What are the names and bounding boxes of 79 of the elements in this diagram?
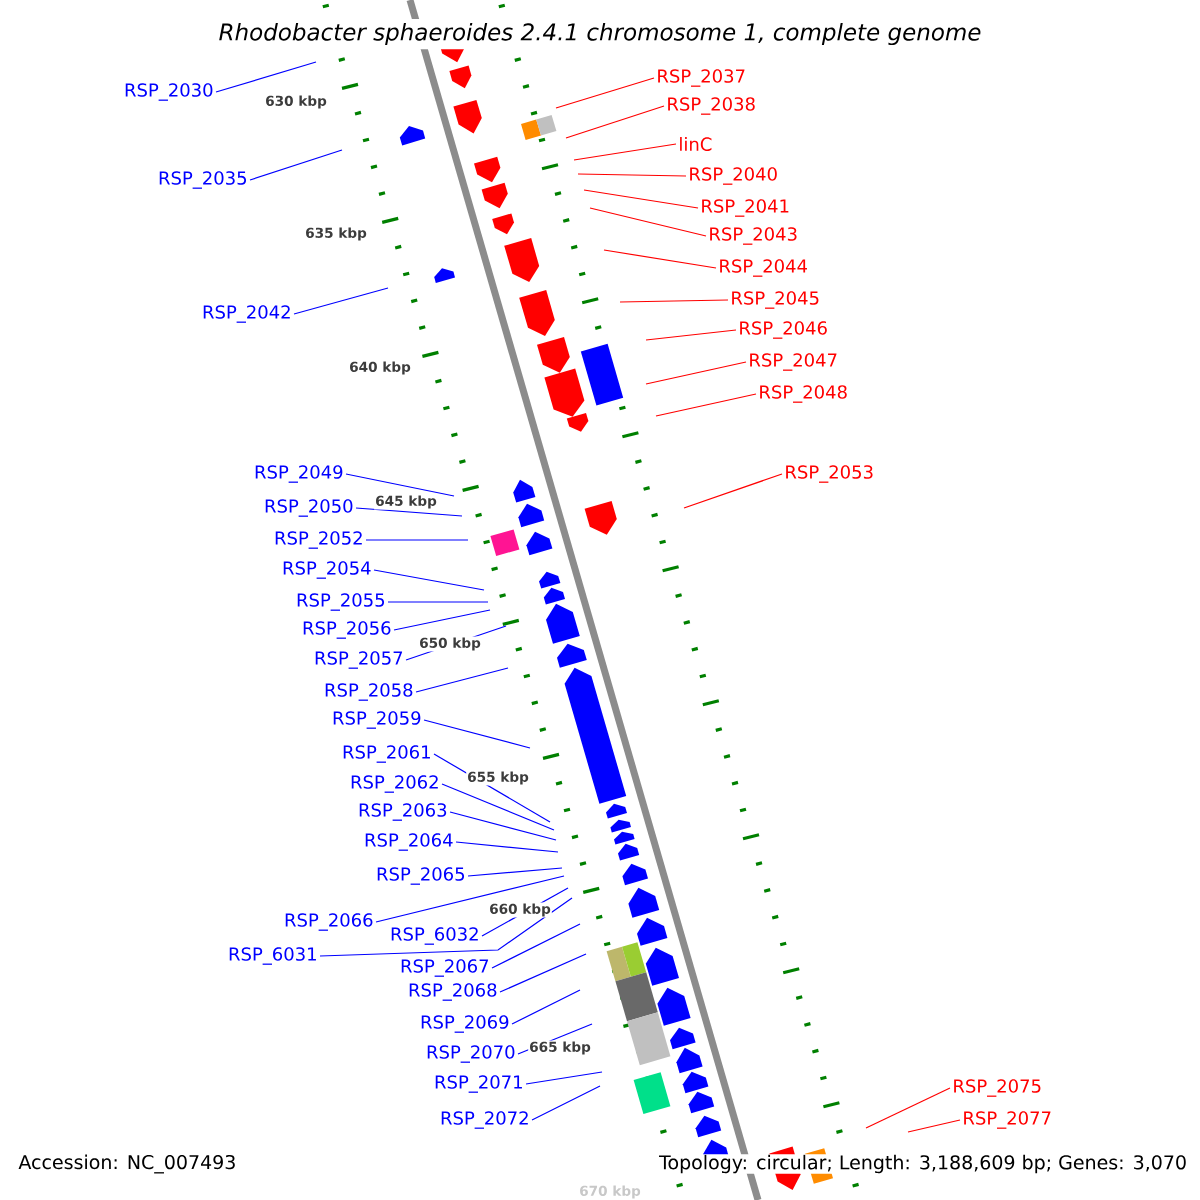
gene-label: RSP_2075 — [954, 1079, 1041, 1097]
leader-line — [499, 953, 587, 993]
leader-line — [565, 105, 665, 139]
leader-line — [449, 811, 557, 841]
leader-line — [355, 507, 463, 517]
leader-line — [415, 667, 509, 693]
gene-label: RSP_2077 — [964, 1111, 1051, 1129]
leader-line — [511, 989, 581, 1025]
leader-line — [525, 1071, 603, 1085]
leader-line — [455, 841, 559, 853]
gene-label: RSP_2065 — [377, 867, 465, 885]
leader-line — [249, 149, 343, 181]
gene-label: RSP_2063 — [359, 803, 447, 821]
title: Rhodobacter sphaeroides 2.4.1 chromosome 1, complete genome — [214, 18, 986, 50]
leader-line — [573, 143, 677, 161]
gene-label: RSP_2072 — [441, 1111, 528, 1129]
gene-label: RSP_2049 — [255, 465, 343, 483]
gene-label: RSP_2044 — [720, 259, 807, 277]
leader-line — [683, 473, 783, 509]
gene-label: RSP_2046 — [740, 321, 827, 339]
leader-line — [589, 207, 707, 237]
leader-line — [555, 77, 655, 109]
gene-label: RSP_2064 — [365, 833, 453, 851]
leader-line — [375, 875, 565, 923]
gene-label: RSP_2041 — [702, 199, 789, 217]
gene-label: RSP_2062 — [351, 775, 438, 793]
gene-label: RSP_2047 — [750, 353, 837, 371]
summary-text: Topology: circular; Length: 3,188,609 bp; Genes: 3,070 — [658, 1154, 1188, 1174]
leader-line — [531, 1085, 601, 1121]
gene-label: RSP_2052 — [275, 531, 362, 549]
gene-label: RSP_2037 — [658, 69, 745, 87]
gene-label: RSP_2035 — [159, 171, 246, 189]
leader-line — [603, 249, 717, 269]
leader-line — [907, 1119, 961, 1133]
gene-label: RSP_2070 — [427, 1045, 515, 1063]
gene-label: RSP_2055 — [297, 593, 385, 611]
leader-line — [577, 173, 687, 177]
gene-label: RSP_2050 — [265, 499, 353, 517]
gene-label: RSP_2058 — [325, 683, 413, 701]
gene-label: RSP_2059 — [333, 711, 421, 729]
gene-label: RSP_2038 — [668, 97, 755, 115]
gene-label: RSP_2030 — [125, 83, 213, 101]
leader-line — [441, 783, 555, 831]
leader-line — [645, 361, 747, 385]
leader-line — [345, 473, 455, 497]
leader-line — [491, 923, 581, 969]
gene-label: RSP_2043 — [710, 227, 797, 245]
gene-label: linC — [680, 137, 712, 151]
leader-line — [215, 61, 317, 93]
gene-label: RSP_6031 — [229, 947, 316, 965]
gene-label: RSP_2045 — [732, 291, 819, 309]
gene-label: RSP_6032 — [391, 927, 478, 945]
gene-label: RSP_2057 — [315, 651, 403, 669]
leader-line — [645, 329, 737, 341]
leader-line — [387, 601, 489, 603]
leader-line — [655, 393, 757, 417]
gene-label: RSP_2066 — [285, 913, 373, 931]
gene-label: RSP_2071 — [435, 1075, 522, 1093]
gene-label: RSP_2061 — [343, 745, 430, 763]
leader-line — [373, 569, 485, 591]
gene-label: RSP_2053 — [786, 465, 873, 483]
leader-line — [583, 189, 699, 209]
gene-label: RSP_2040 — [690, 167, 777, 185]
accession-text: Accession: NC_007493 — [16, 1152, 239, 1176]
gene-label: RSP_2054 — [283, 561, 371, 579]
gene-label: RSP_2069 — [421, 1015, 509, 1033]
gene-label: RSP_2048 — [760, 385, 847, 403]
leader-line — [865, 1087, 951, 1129]
gene-label: RSP_2042 — [203, 305, 290, 323]
gene-label: RSP_2067 — [401, 959, 489, 977]
leader-line — [293, 287, 389, 315]
leader-line — [319, 897, 573, 957]
leader-line — [467, 867, 563, 877]
leader-line — [365, 539, 469, 541]
leader-line — [619, 299, 729, 303]
gene-label: RSP_2068 — [409, 983, 497, 1001]
leader-line — [393, 609, 491, 631]
gene-label: RSP_2056 — [303, 621, 391, 639]
leader-line — [423, 719, 531, 749]
